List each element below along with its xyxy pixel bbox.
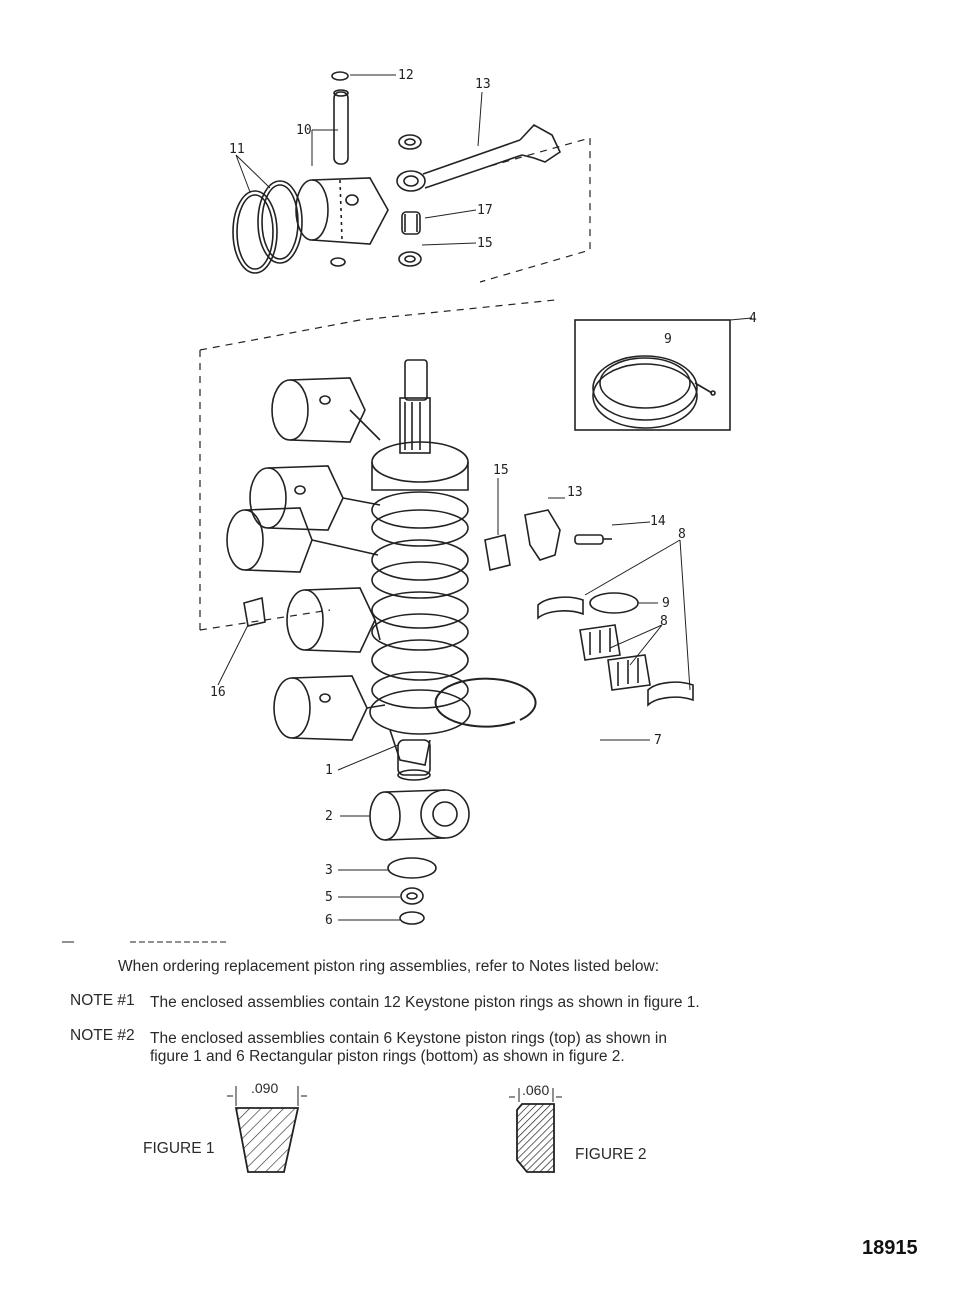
crankshaft <box>369 359 471 781</box>
callout-15: 15 <box>477 236 493 251</box>
figure-2-label: FIGURE 2 <box>575 1146 647 1163</box>
bearing-cage-16 <box>243 534 511 627</box>
note-2-label: NOTE #2 <box>70 1027 135 1044</box>
piston-top <box>295 177 389 245</box>
pin-retainer-clip-12 <box>331 71 349 81</box>
callout-8: 8 <box>678 527 686 542</box>
o-ring-9 <box>589 592 639 614</box>
seal-5 <box>400 887 424 905</box>
thrust-washer <box>398 134 422 150</box>
notes-intro: When ordering replacement piston ring as… <box>118 958 660 975</box>
callout-16: 16 <box>210 685 226 700</box>
figure-2-dimension: .060 <box>522 1082 550 1098</box>
callout-9: 9 <box>662 596 670 611</box>
callout-13: 13 <box>475 77 491 92</box>
callout-6: 6 <box>325 913 333 928</box>
retaining-ring-7 <box>434 677 537 728</box>
callout-14: 14 <box>650 514 666 529</box>
ball-bearing-2 <box>369 789 470 841</box>
connecting-rod-top <box>396 123 562 192</box>
o-ring-3 <box>387 857 437 879</box>
note-1-text: The enclosed assemblies contain 12 Keyst… <box>150 994 700 1011</box>
callout-3: 3 <box>325 863 333 878</box>
diagram-reference-number: 18915 <box>862 1237 918 1259</box>
note-1-label: NOTE #1 <box>70 992 135 1009</box>
callout-12: 12 <box>398 68 414 83</box>
callout-13: 13 <box>567 485 583 500</box>
needle-bearing-17 <box>401 211 421 235</box>
seal-kit-box <box>574 319 731 431</box>
piston-rings <box>232 180 303 274</box>
figure-1-keystone-ring <box>227 1086 307 1173</box>
callout-9: 9 <box>664 332 672 347</box>
leader-lines <box>62 74 753 943</box>
note-2-text-line-1: The enclosed assemblies contain 6 Keysto… <box>150 1030 667 1047</box>
pin-retainer-clip <box>330 257 346 267</box>
rod-cap-13 <box>524 509 561 561</box>
callout-11: 11 <box>229 142 245 157</box>
thrust-washer-15 <box>398 251 422 267</box>
callout-8: 8 <box>660 614 668 629</box>
callout-10: 10 <box>296 123 312 138</box>
washer-6 <box>399 911 425 925</box>
callout-1: 1 <box>325 763 333 778</box>
callout-5: 5 <box>325 890 333 905</box>
note-2-text-line-2: figure 1 and 6 Rectangular piston rings … <box>150 1048 625 1065</box>
figure-2-rectangular-ring <box>509 1088 562 1173</box>
piston-pin <box>333 89 349 165</box>
callout-2: 2 <box>325 809 333 824</box>
callout-4: 4 <box>749 311 757 326</box>
callout-17: 17 <box>477 203 493 218</box>
figure-1-label: FIGURE 1 <box>143 1140 215 1157</box>
pistons-assembled <box>226 377 386 741</box>
figure-1-dimension: .090 <box>251 1080 279 1096</box>
main-bearing-8 <box>537 596 694 707</box>
rod-bolt-14 <box>574 534 612 545</box>
callout-7: 7 <box>654 733 662 748</box>
callout-15: 15 <box>493 463 509 478</box>
